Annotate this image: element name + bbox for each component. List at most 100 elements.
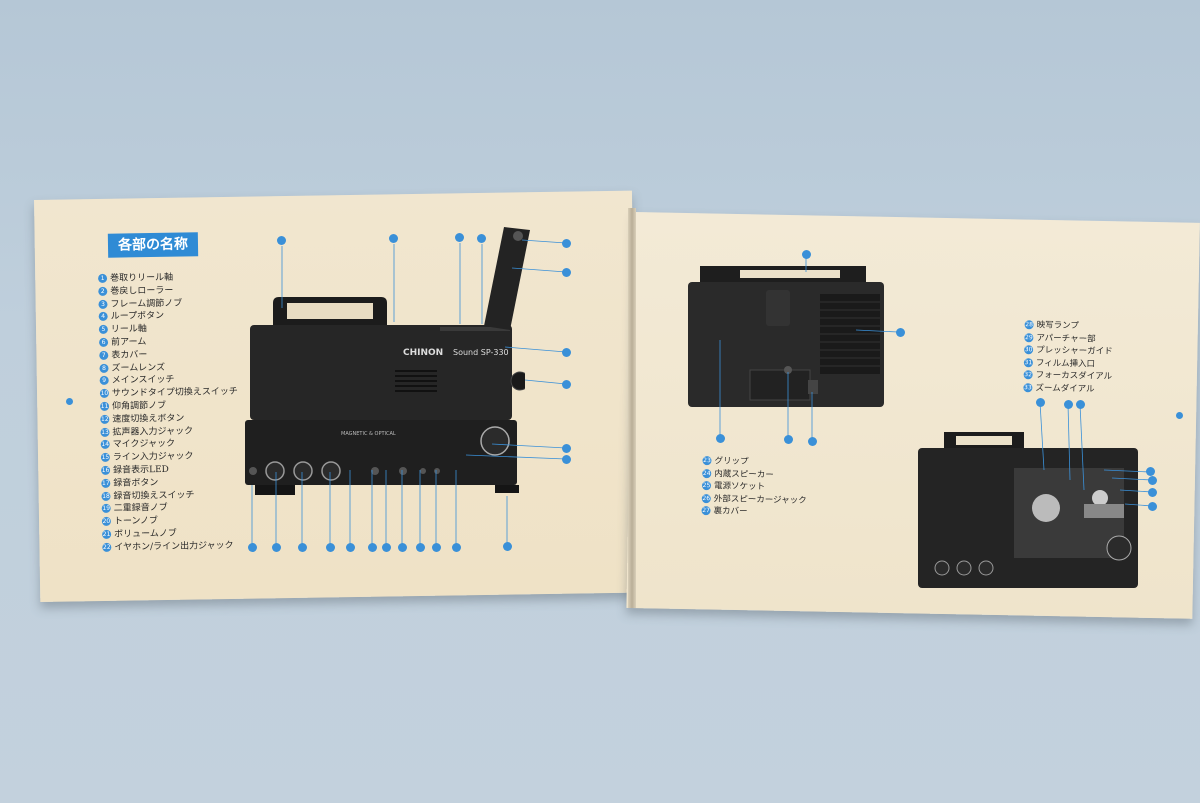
projector-back-illustration [688, 266, 884, 407]
item-label: ボリュームノブ [114, 528, 177, 540]
projector-open-illustration [918, 432, 1138, 588]
callout-marker [1064, 400, 1073, 409]
mixing-knob-icon [321, 461, 341, 481]
item-label: 内蔵スピーカー [714, 468, 774, 480]
callout-marker [503, 542, 512, 551]
item-number: 13 [100, 427, 110, 437]
item-number: 18 [101, 491, 111, 501]
zoom-dial-icon [1084, 504, 1124, 518]
item-label: ループボタン [110, 311, 165, 323]
main-switch-dial-icon [480, 426, 510, 456]
item-number: 16 [101, 465, 111, 475]
callout-marker [248, 543, 257, 552]
item-number: 3 [98, 299, 108, 309]
item-label: メインスイッチ [111, 375, 175, 387]
item-number: 15 [100, 452, 110, 463]
callout-marker [716, 434, 725, 443]
jack-icon [371, 467, 379, 475]
brand-label: CHINON [403, 348, 443, 358]
callout-marker [562, 239, 571, 248]
item-number: 5 [98, 325, 108, 335]
reel-arm-illustration [484, 227, 530, 330]
item-label: ズームダイアル [1035, 383, 1095, 395]
item-number: 6 [99, 337, 109, 347]
callout-marker [277, 236, 286, 245]
mixing-knob-icon [978, 560, 994, 576]
item-label: アパーチャー部 [1036, 332, 1096, 345]
item-label: マイクジャック [112, 439, 176, 451]
handle-opening [740, 270, 840, 278]
vent-grille [395, 370, 437, 392]
handle-opening [956, 436, 1012, 445]
item-number: 25 [701, 481, 712, 491]
item-label: フィルム挿入口 [1035, 358, 1096, 370]
jack-icon [434, 468, 440, 474]
projector-body [250, 325, 512, 420]
callout-marker [1146, 467, 1155, 476]
jack-icon [249, 467, 257, 475]
volume-knob-icon [265, 461, 285, 481]
item-number: 8 [99, 363, 109, 373]
callout-marker [382, 543, 391, 552]
callout-marker [802, 250, 811, 259]
item-number: 12 [100, 414, 110, 424]
callout-marker [398, 543, 407, 552]
callout-marker [432, 543, 441, 552]
item-label: 録音表示LED [113, 464, 169, 476]
item-label: リール軸 [110, 324, 147, 335]
item-label: フォーカスダイアル [1035, 370, 1113, 383]
item-label: フレーム調節ノブ [110, 298, 183, 310]
item-label: 映写ランプ [1036, 320, 1079, 332]
item-number: 14 [100, 440, 110, 450]
item-label: 巻戻しローラー [110, 285, 174, 297]
item-label: 電源ソケット [713, 481, 766, 493]
item-number: 19 [101, 504, 111, 514]
callout-marker [477, 234, 486, 243]
projector-front-illustration: CHINON Sound SP-330 MAGNETIC & OPTICAL [245, 297, 525, 495]
power-socket-icon [808, 380, 818, 394]
item-label: サウンドタイプ切換えスイッチ [111, 386, 238, 399]
item-number: 26 [701, 493, 711, 503]
focus-dial-icon [1092, 490, 1108, 506]
item-label: 巻取りリール軸 [110, 272, 174, 284]
control-panel [245, 420, 517, 485]
callout-marker [272, 543, 281, 552]
item-number: 32 [1023, 370, 1033, 380]
callout-marker [326, 543, 335, 552]
item-number: 17 [101, 478, 111, 488]
callout-marker [562, 455, 571, 464]
callout-marker [562, 444, 571, 453]
zoom-lens-icon [510, 371, 525, 391]
item-number: 2 [98, 286, 108, 296]
item-label: 裏カバー [713, 506, 748, 518]
model-label: Sound SP-330 [453, 348, 509, 357]
callout-marker [784, 435, 793, 444]
arm-bar [440, 327, 510, 331]
tone-knob-icon [293, 461, 313, 481]
item-number: 20 [101, 516, 111, 527]
item-label: 録音ボタン [113, 477, 159, 489]
item-number: 23 [702, 455, 712, 466]
item-label: トーンノブ [113, 516, 159, 527]
callout-marker [298, 543, 307, 552]
jack-icon [399, 467, 407, 475]
callout-marker [808, 437, 817, 446]
callout-marker [389, 234, 398, 243]
page-marker-right [1176, 412, 1183, 419]
item-number: 10 [99, 389, 109, 399]
item-label: 速度切換えボタン [112, 413, 185, 425]
volume-knob-icon [934, 560, 950, 576]
main-switch-dial-icon [1106, 535, 1132, 561]
item-label: 前アーム [111, 337, 147, 348]
book-spine [628, 208, 636, 608]
projection-lamp-icon [1032, 494, 1060, 522]
item-number: 22 [102, 542, 112, 552]
callout-marker [1148, 502, 1157, 511]
item-number: 1 [98, 273, 108, 283]
item-label: グリップ [714, 456, 749, 467]
item-label: 拡声器入力ジャック [112, 426, 194, 438]
